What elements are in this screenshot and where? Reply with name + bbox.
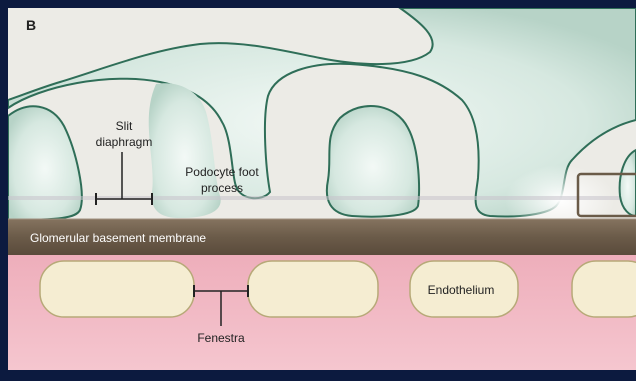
podocyte-foot-process-middle — [327, 106, 419, 217]
endothelial-cell — [248, 261, 378, 317]
slit-label-line1: Slit — [116, 119, 133, 133]
podocyte-label-line2: process — [201, 181, 243, 195]
panel-label: B — [26, 17, 36, 33]
endothelial-cell — [572, 261, 636, 317]
endothelium-label: Endothelium — [428, 283, 495, 297]
podocyte-label-line1: Podocyte foot — [185, 165, 259, 179]
endothelial-cell — [40, 261, 194, 317]
gbm-label: Glomerular basement membrane — [30, 231, 206, 245]
fenestra-label: Fenestra — [197, 331, 245, 345]
slit-label-line2: diaphragm — [96, 135, 153, 149]
